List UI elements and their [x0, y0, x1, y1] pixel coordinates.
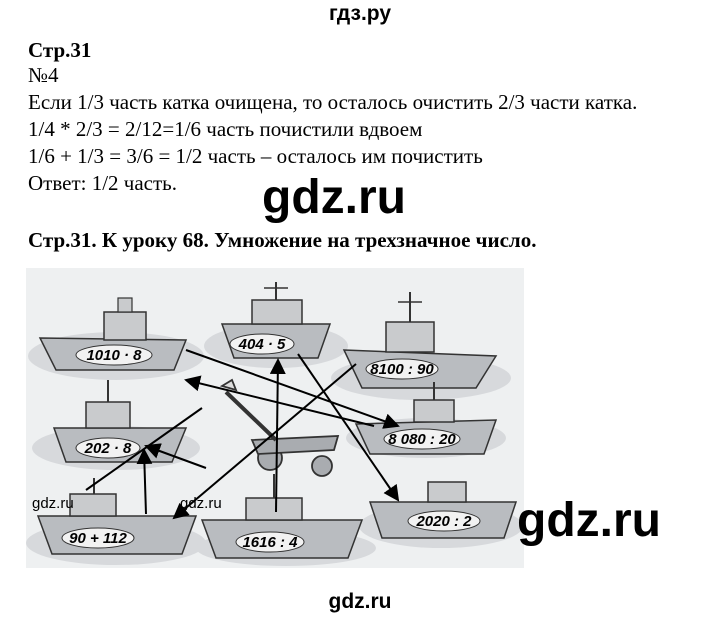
solution-line-3: 1/6 + 1/3 = 3/6 = 1/2 часть – осталось и…: [28, 144, 483, 168]
ship-2-expression: 404 · 5: [238, 336, 286, 353]
ship-3-expression: 8100 : 90: [370, 361, 434, 378]
watermark-bottom: gdz.ru: [328, 590, 392, 613]
lesson-heading: Стр.31. К уроку 68. Умножение на трехзна…: [28, 228, 537, 252]
solution-line-2: 1/4 * 2/3 = 2/12=1/6 часть почистили вдв…: [28, 117, 423, 141]
ship-8: 2020 : 2: [368, 481, 518, 539]
task-number: №4: [28, 63, 59, 87]
matching-arrows: [85, 349, 400, 520]
ship-7-expression: 1616 : 4: [242, 534, 298, 551]
ship-6: 90 + 112: [36, 478, 198, 555]
watermark-center: gdz.ru: [262, 171, 406, 224]
page-heading: Стр.31: [28, 38, 92, 62]
cannon-drawing: [219, 378, 340, 477]
watermark-right: gdz.ru: [517, 494, 661, 547]
ship-1: 1010 · 8: [38, 297, 188, 371]
ship-6-expression: 90 + 112: [69, 530, 127, 547]
ships-illustration: 1010 · 8 404 · 5 8100 : 90 202 · 8 8 080…: [26, 268, 524, 568]
ship-7: 1616 : 4: [200, 474, 364, 559]
watermark-small-left: gdz.ru: [32, 495, 74, 512]
answer-line: Ответ: 1/2 часть.: [28, 171, 178, 195]
ship-2: 404 · 5: [220, 282, 332, 359]
watermark-small-mid: gdz.ru: [180, 495, 222, 512]
solution-line-1: Если 1/3 часть катка очищена, то осталос…: [28, 90, 638, 114]
ship-4-expression: 202 · 8: [84, 440, 132, 457]
ship-1-expression: 1010 · 8: [86, 347, 142, 364]
ship-3: 8100 : 90: [342, 292, 498, 389]
site-watermark-top: гдз.ру: [328, 2, 392, 25]
ship-8-expression: 2020 : 2: [415, 513, 472, 530]
ship-5-expression: 8 080 : 20: [388, 431, 456, 448]
